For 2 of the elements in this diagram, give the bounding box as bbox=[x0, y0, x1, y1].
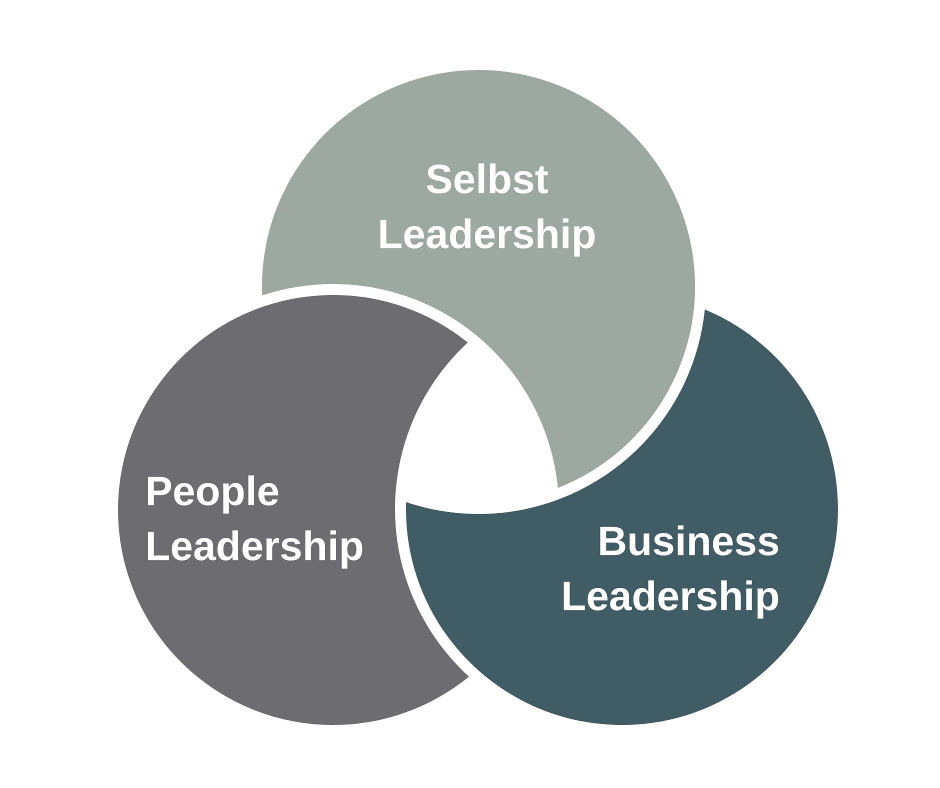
circle-segment: Business Leadership bbox=[406, 310, 838, 725]
circle-segment: People Leadership bbox=[118, 295, 469, 725]
